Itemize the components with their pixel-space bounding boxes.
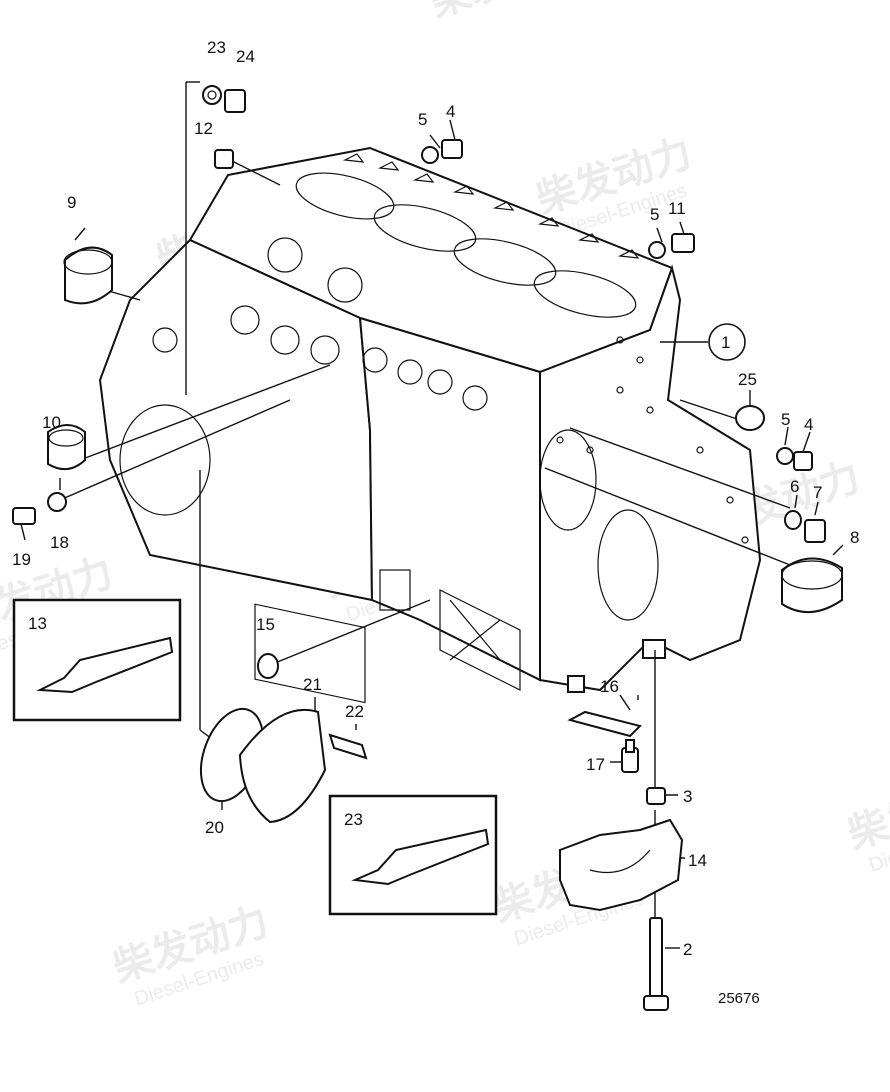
callout-label: 6 xyxy=(790,477,799,496)
callout-label: 4 xyxy=(804,415,813,434)
cylinder-block xyxy=(98,146,762,704)
inset-sealant-13 xyxy=(12,598,182,722)
callout-label: 23 xyxy=(207,38,226,57)
callout-circle-1 xyxy=(708,323,746,361)
callout-label: 17 xyxy=(586,755,605,774)
callout-label: 1 xyxy=(721,333,730,352)
drawing-number: 25676 xyxy=(718,990,760,1007)
callout-label: 11 xyxy=(668,199,686,218)
callout-label: 8 xyxy=(850,528,859,547)
callout-label: 12 xyxy=(194,119,213,138)
inset-sealant-23 xyxy=(328,794,498,916)
watermark-text: 柴发动力 xyxy=(425,0,591,26)
callout-label: 22 xyxy=(345,702,364,721)
callout-label: 5 xyxy=(418,110,427,129)
watermark-text: 柴发动力 xyxy=(0,144,8,237)
callout-label: 13 xyxy=(28,614,47,633)
callout-label: 20 xyxy=(205,818,224,837)
callout-label: 10 xyxy=(42,413,61,432)
callout-label: 25 xyxy=(738,370,757,389)
loose-parts xyxy=(12,85,843,1011)
watermark-text: 柴发动力 xyxy=(842,765,890,858)
callout-label: 14 xyxy=(688,851,707,870)
callout-labels: 1 2 3 4 4 5 5 5 6 7 8 9 10 11 12 13 14 1… xyxy=(12,38,859,959)
callout-label: 5 xyxy=(650,205,659,224)
callout-label: 23 xyxy=(344,810,363,829)
callout-label: 4 xyxy=(446,102,455,121)
callout-label: 7 xyxy=(813,483,822,502)
callout-label: 24 xyxy=(236,47,255,66)
callout-label: 19 xyxy=(12,550,31,569)
callout-label: 21 xyxy=(303,675,322,694)
callout-label: 9 xyxy=(67,193,76,212)
callout-label: 16 xyxy=(600,677,619,696)
callout-label: 5 xyxy=(781,410,790,429)
callout-label: 18 xyxy=(50,533,69,552)
callout-label: 2 xyxy=(683,940,692,959)
callout-label: 15 xyxy=(256,615,275,634)
callout-label: 3 xyxy=(683,787,692,806)
